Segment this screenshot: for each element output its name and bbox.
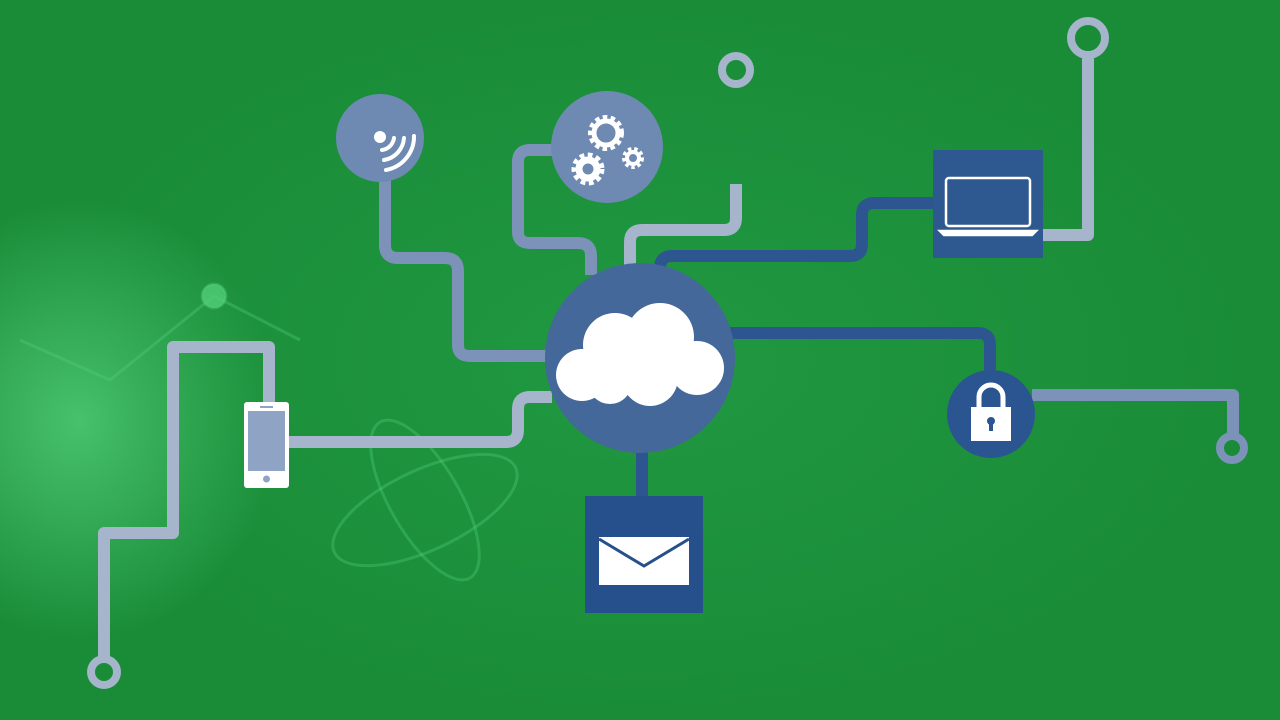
smartphone-icon [244, 402, 289, 488]
connector-line [730, 327, 996, 375]
connector-line [98, 341, 275, 658]
endpoint-ring [718, 52, 754, 88]
endpoint-ring [1067, 17, 1109, 59]
wifi-icon [374, 131, 417, 172]
connector-line [288, 391, 552, 448]
laptop-node [933, 150, 1043, 258]
connector-line [1040, 55, 1094, 241]
security-node [947, 370, 1035, 458]
settings-node [551, 91, 663, 203]
cloud-icon [556, 303, 724, 406]
envelope-icon [598, 537, 690, 585]
padlock-icon [971, 382, 1011, 441]
email-node [585, 496, 703, 613]
wifi-node [336, 94, 424, 182]
laptop-icon [936, 176, 1040, 237]
endpoint-ring [1216, 432, 1248, 464]
cloud-node [545, 263, 735, 453]
connector-line [512, 144, 597, 275]
connector-line [1032, 389, 1239, 435]
connector-line [379, 175, 548, 362]
gears-icon [571, 115, 644, 186]
connector-line [654, 197, 935, 269]
endpoint-ring [87, 655, 121, 689]
molecule-decoration [19, 282, 519, 582]
connector-line [624, 184, 742, 268]
